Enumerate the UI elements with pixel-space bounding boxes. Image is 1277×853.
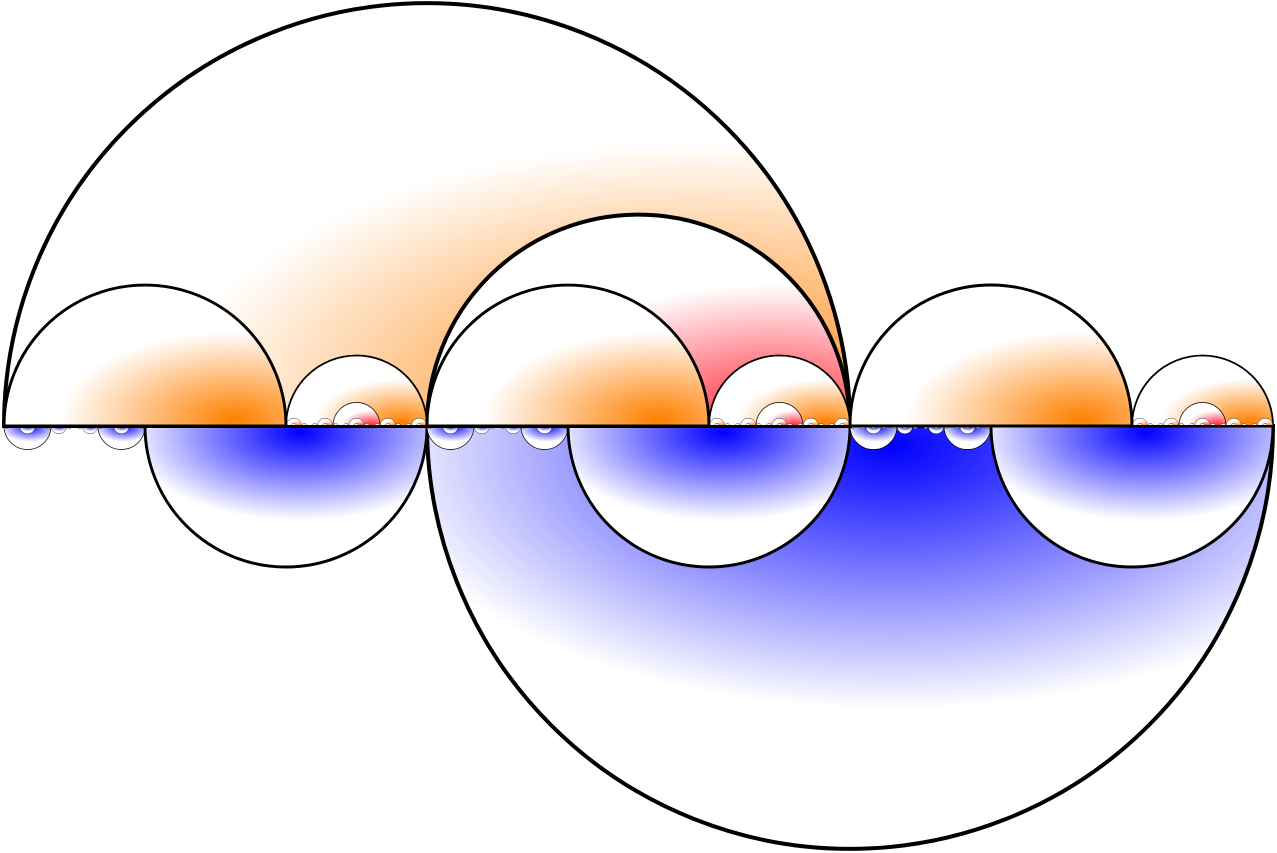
lower-semicircle bbox=[566, 424, 852, 569]
upper-semicircles bbox=[1, 1, 1274, 428]
lower-semicircle bbox=[989, 424, 1275, 569]
upper-semicircle bbox=[755, 402, 804, 427]
lower-semicircles bbox=[3, 424, 1276, 851]
upper-semicircle bbox=[425, 283, 711, 428]
lower-semicircle bbox=[3, 425, 52, 450]
upper-semicircle bbox=[2, 283, 288, 428]
upper-semicircle bbox=[332, 402, 381, 427]
upper-semicircle bbox=[1131, 354, 1274, 427]
upper-semicircle bbox=[848, 283, 1134, 428]
upper-semicircle bbox=[285, 354, 428, 427]
upper-semicircle bbox=[1178, 402, 1227, 427]
upper-semicircle bbox=[708, 354, 851, 427]
lower-semicircle bbox=[849, 425, 898, 450]
lower-semicircle bbox=[426, 425, 475, 450]
lower-semicircle bbox=[143, 424, 429, 569]
